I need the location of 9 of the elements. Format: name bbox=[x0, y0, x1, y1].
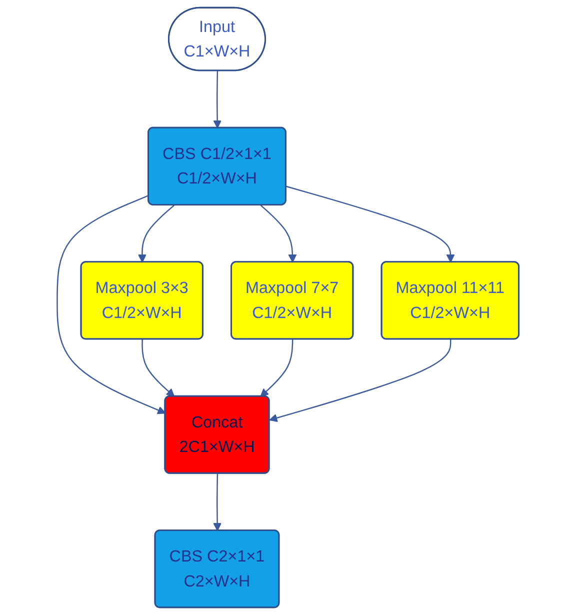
arrow bbox=[56, 194, 166, 414]
arrow bbox=[260, 204, 297, 263]
arrow bbox=[213, 70, 222, 128]
arrow bbox=[213, 474, 222, 532]
arrow bbox=[138, 204, 175, 263]
arrow bbox=[286, 186, 455, 263]
arrow bbox=[142, 339, 175, 397]
arrow bbox=[260, 339, 294, 397]
arrow bbox=[269, 339, 452, 422]
